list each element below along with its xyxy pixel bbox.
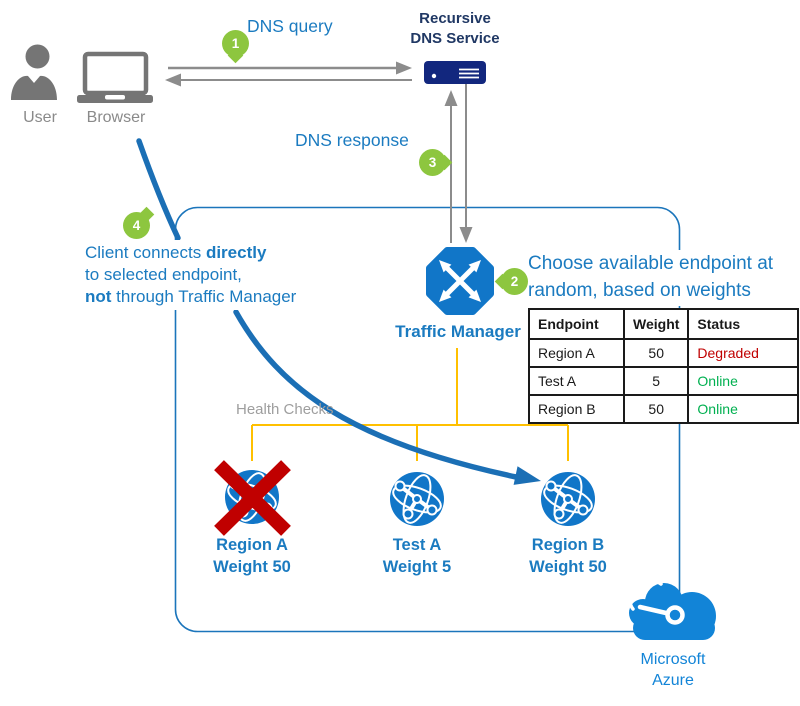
- laptop-icon: [77, 51, 153, 103]
- status-value: Online: [697, 401, 738, 417]
- recursive-dns-line2: DNS Service: [410, 30, 500, 47]
- choose-note-line2: random, based on weights: [528, 280, 751, 301]
- cell-endpoint: Region B: [528, 394, 625, 424]
- client-note-line3: not through Traffic Manager: [85, 287, 297, 306]
- recursive-dns-line1: Recursive: [419, 10, 491, 27]
- traffic-manager-label: Traffic Manager: [395, 322, 521, 341]
- step-number: 2: [510, 274, 519, 289]
- endpoint-region-a-label: Region A Weight 50: [190, 534, 314, 578]
- endpoint-weight: Weight 50: [529, 558, 607, 576]
- cell-endpoint: Test A: [528, 366, 625, 396]
- user-icon: [11, 44, 57, 100]
- dns-response-label: DNS response: [295, 130, 409, 150]
- step-marker-1: 1: [222, 30, 249, 64]
- step-marker-4: 4: [123, 206, 155, 239]
- dns-query-arrow: [168, 61, 412, 75]
- cell-weight: 50: [622, 338, 690, 368]
- cell-weight: 5: [622, 366, 690, 396]
- step-marker-3: 3: [419, 149, 453, 176]
- client-note-line2: to selected endpoint,: [85, 265, 242, 284]
- cell-endpoint: Region A: [528, 338, 625, 368]
- dns-up-arrow: [444, 90, 458, 243]
- endpoint-weights-table: Endpoint Weight Status Region A 50 Degra…: [528, 308, 800, 424]
- status-value: Online: [697, 373, 738, 389]
- cell-status: Online: [687, 394, 800, 424]
- table-header-row: Endpoint Weight Status: [528, 308, 800, 340]
- traffic-manager-icon: [426, 247, 494, 315]
- step-number: 3: [428, 155, 437, 170]
- direct-connection-arrow: [136, 138, 541, 485]
- azure-label-line2: Azure: [652, 672, 694, 689]
- client-connects-note: Client connects directly to selected end…: [85, 240, 301, 310]
- cell-weight: 50: [622, 394, 690, 424]
- table-row: Region B 50 Online: [528, 394, 800, 424]
- dns-return-arrow: [165, 73, 412, 87]
- region-b-globe-icon: [538, 469, 598, 529]
- step-number: 4: [132, 218, 141, 233]
- health-checks-label: Health Checks: [236, 401, 334, 418]
- header-endpoint: Endpoint: [528, 308, 625, 340]
- endpoint-weight: Weight 50: [213, 558, 291, 576]
- red-x-icon: [214, 460, 291, 536]
- dns-down-arrow: [459, 84, 473, 243]
- endpoint-test-a-label: Test A Weight 5: [355, 534, 479, 578]
- cell-status: Online: [687, 366, 800, 396]
- recursive-dns-label: Recursive DNS Service: [392, 9, 518, 49]
- step-number: 1: [231, 36, 240, 51]
- azure-cloud-icon: [628, 579, 716, 640]
- endpoint-region-b-label: Region B Weight 50: [506, 534, 630, 578]
- endpoint-weight: Weight 5: [382, 558, 452, 576]
- user-label: User: [23, 109, 57, 126]
- browser-label: Browser: [86, 109, 146, 126]
- step-marker-2: 2: [494, 268, 528, 295]
- azure-label-line1: Microsoft: [640, 651, 706, 668]
- header-status: Status: [687, 308, 800, 340]
- endpoint-name: Region A: [216, 536, 288, 554]
- choose-note-line1: Choose available endpoint at: [528, 253, 774, 274]
- microsoft-azure-label: Microsoft Azure: [620, 649, 726, 691]
- test-a-globe-icon: [387, 469, 447, 529]
- cell-status: Degraded: [687, 338, 800, 368]
- status-value: Degraded: [697, 345, 759, 361]
- table-row: Test A 5 Online: [528, 366, 800, 396]
- dns-query-label: DNS query: [247, 16, 333, 36]
- endpoint-name: Test A: [392, 536, 442, 554]
- health-check-lines: [251, 348, 569, 461]
- choose-endpoint-note: Choose available endpoint at random, bas…: [528, 250, 774, 306]
- header-weight: Weight: [622, 308, 690, 340]
- table-row: Region A 50 Degraded: [528, 338, 800, 368]
- client-note-line1: Client connects directly: [85, 243, 267, 262]
- endpoint-name: Region B: [531, 536, 605, 554]
- dns-server-icon: [424, 61, 486, 84]
